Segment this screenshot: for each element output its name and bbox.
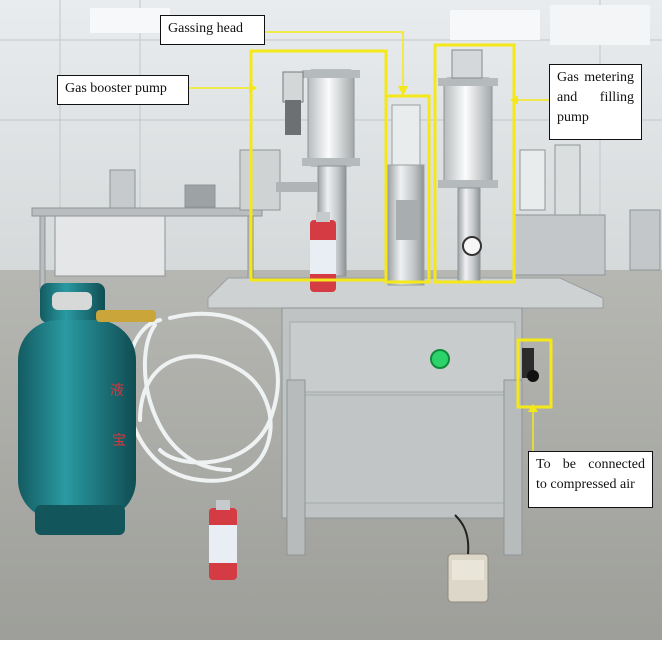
label-gas-metering-line2: and filling [557, 90, 634, 105]
green-indicator-light-icon [430, 349, 450, 369]
label-compressed-air-line2: to compressed air [536, 477, 635, 492]
background-workbench [31, 149, 281, 292]
label-gas-booster-pump: Gas booster pump [65, 81, 167, 96]
highlight-box-metering [433, 43, 516, 284]
label-gas-metering-line1: Gas metering [557, 70, 634, 85]
svg-text:液: 液 [110, 383, 124, 399]
aerosol-can-floor [209, 500, 237, 580]
callout-gas-booster-pump: Gas booster pump [57, 75, 189, 105]
label-compressed-air-line1: To be connected [536, 457, 645, 472]
gassing-head-unit [387, 104, 425, 286]
label-gassing-head: Gassing head [168, 21, 244, 36]
label-gas-metering-line3: pump [557, 110, 589, 125]
callout-compressed-air: To be connected to compressed air [528, 451, 653, 508]
callout-gassing-head: Gassing head [160, 15, 265, 45]
aerosol-can [310, 212, 336, 292]
gas-metering-pump-unit [438, 49, 498, 284]
foot-pedal-icon [447, 514, 489, 603]
highlight-box-gassing-head [384, 94, 431, 284]
callout-gas-metering-pump: Gas metering and filling pump [549, 64, 642, 140]
gas-cylinder: 液 宝 [18, 283, 156, 535]
svg-text:宝: 宝 [112, 433, 126, 449]
